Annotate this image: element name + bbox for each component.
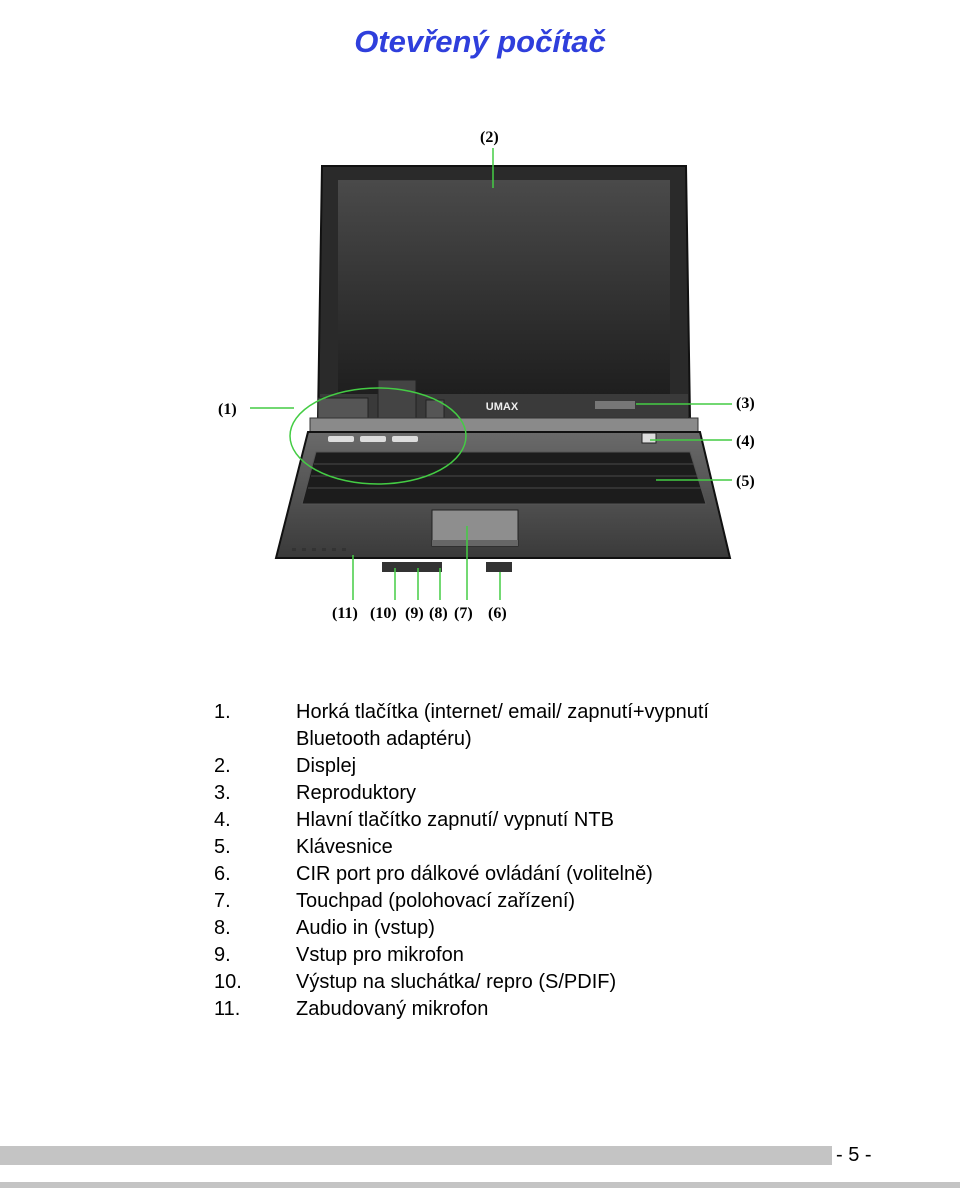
- legend-number: 10.: [214, 969, 242, 996]
- callout-11: (11): [332, 605, 358, 622]
- callout-6: (6): [488, 605, 507, 622]
- legend-item: 5. Klávesnice: [214, 834, 854, 861]
- legend-number: 6.: [214, 861, 231, 888]
- legend-number: 11.: [214, 996, 240, 1023]
- power-button: [642, 433, 656, 443]
- legend-item: Bluetooth adaptéru): [214, 726, 854, 753]
- legend-number: 8.: [214, 915, 231, 942]
- legend-text: Hlavní tlačítko zapnutí/ vypnutí NTB: [296, 807, 614, 834]
- legend-number: 5.: [214, 834, 231, 861]
- legend-text: Audio in (vstup): [296, 915, 435, 942]
- legend-number: 1.: [214, 699, 231, 726]
- legend-text: Displej: [296, 753, 356, 780]
- laptop-diagram: UMAX (1: [210, 118, 790, 633]
- legend-text: CIR port pro dálkové ovládání (volitelně…: [296, 861, 653, 888]
- callout-9: (9): [405, 605, 424, 622]
- legend-text: Horká tlačítka (internet/ email/ zapnutí…: [296, 699, 709, 726]
- legend-item: 11. Zabudovaný mikrofon: [214, 996, 854, 1023]
- page-title: Otevřený počítač: [0, 24, 960, 60]
- legend-item: 1. Horká tlačítka (internet/ email/ zapnu…: [214, 699, 854, 726]
- legend-item: 6. CIR port pro dálkové ovládání (volitel…: [214, 861, 854, 888]
- footer-rule: [0, 1182, 960, 1188]
- callout-4: (4): [736, 433, 755, 450]
- legend-item: 9. Vstup pro mikrofon: [214, 942, 854, 969]
- legend-text: Bluetooth adaptéru): [296, 726, 472, 753]
- legend-item: 2. Displej: [214, 753, 854, 780]
- legend-text: Vstup pro mikrofon: [296, 942, 464, 969]
- callout-1: (1): [218, 401, 237, 418]
- legend-item: 3. Reproduktory: [214, 780, 854, 807]
- callout-5: (5): [736, 473, 755, 490]
- callout-10: (10): [370, 605, 397, 622]
- laptop-screen: [338, 180, 670, 396]
- legend-text: Zabudovaný mikrofon: [296, 996, 488, 1023]
- legend-number: 2.: [214, 753, 231, 780]
- legend-text: Klávesnice: [296, 834, 393, 861]
- legend-number: 7.: [214, 888, 231, 915]
- legend-number: 9.: [214, 942, 231, 969]
- legend-text: Reproduktory: [296, 780, 416, 807]
- footer-bar: [0, 1146, 832, 1165]
- legend-item: 4. Hlavní tlačítko zapnutí/ vypnutí NTB: [214, 807, 854, 834]
- legend-text: Touchpad (polohovací zařízení): [296, 888, 575, 915]
- page-number: - 5 -: [836, 1144, 872, 1166]
- legend-item: 8. Audio in (vstup): [214, 915, 854, 942]
- speaker-grille: [595, 401, 635, 409]
- keyboard: [302, 452, 706, 504]
- legend-item: 10. Výstup na sluchátka/ repro (S/PDIF): [214, 969, 854, 996]
- legend-text: Výstup na sluchátka/ repro (S/PDIF): [296, 969, 616, 996]
- brand-logo: UMAX: [486, 401, 519, 413]
- callout-7: (7): [454, 605, 473, 622]
- callout-3: (3): [736, 395, 755, 412]
- legend-number: 3.: [214, 780, 231, 807]
- legend-item: 7. Touchpad (polohovací zařízení): [214, 888, 854, 915]
- component-legend: 1. Horká tlačítka (internet/ email/ zapnu…: [214, 699, 854, 1023]
- legend-number: 4.: [214, 807, 231, 834]
- callout-2: (2): [480, 129, 499, 146]
- callout-8: (8): [429, 605, 448, 622]
